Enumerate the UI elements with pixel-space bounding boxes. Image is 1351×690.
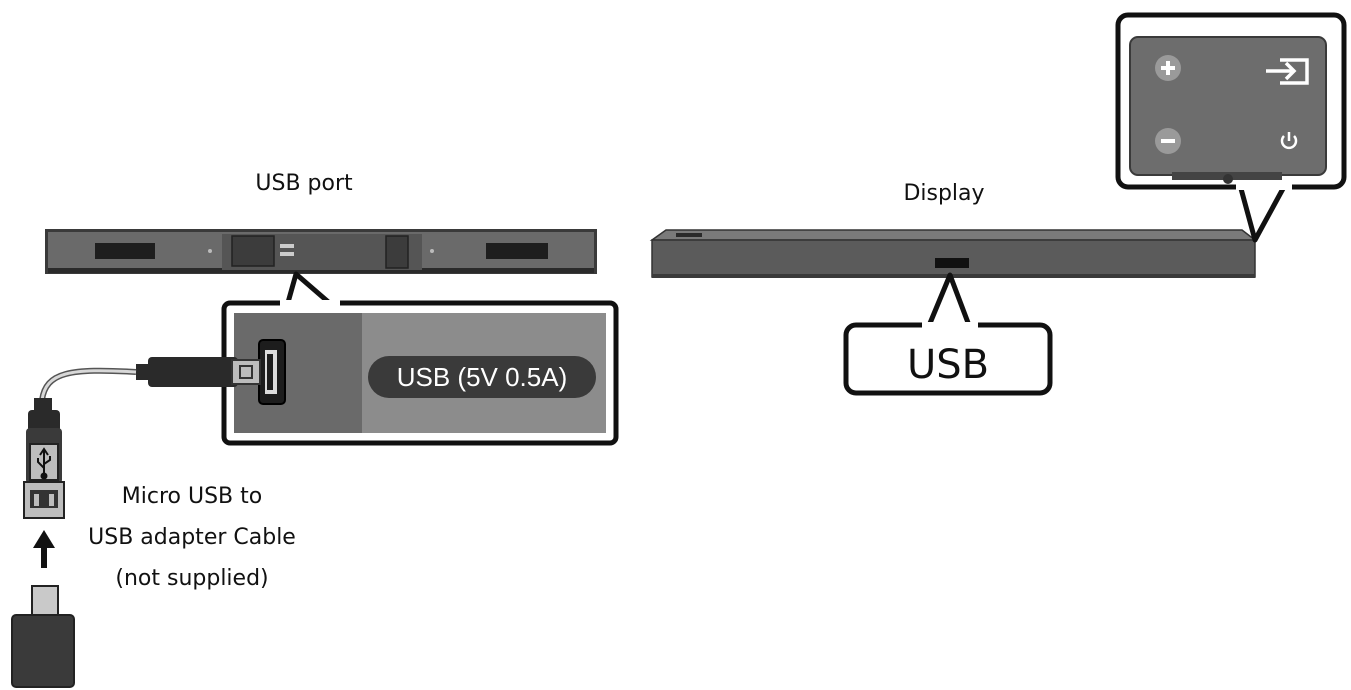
display-label: Display xyxy=(903,181,984,206)
usb-spec-pill xyxy=(368,356,596,398)
button-panel-callout xyxy=(1115,12,1347,243)
soundbar-front-view xyxy=(649,229,1258,278)
usb-adapter xyxy=(23,398,65,519)
soundbar-rear-view xyxy=(45,229,597,274)
cable-label-line2: USB adapter Cable xyxy=(88,525,296,550)
up-arrow-icon xyxy=(33,530,55,568)
usb-plug xyxy=(136,357,261,387)
micro-usb-connector xyxy=(11,585,75,688)
plus-icon xyxy=(1155,55,1181,81)
cable-label-line1: Micro USB to xyxy=(122,484,262,509)
display-window xyxy=(935,258,969,268)
power-icon xyxy=(1280,132,1298,150)
usb-location-callout xyxy=(843,272,1053,396)
source-input-icon xyxy=(1266,58,1309,85)
usb-callout-label: USB xyxy=(907,342,989,388)
cable xyxy=(39,367,137,401)
usb-symbol-icon xyxy=(37,447,51,480)
usb-port-callout xyxy=(221,271,619,446)
usb-port-label: USB port xyxy=(255,171,353,196)
usb-spec-label: USB (5V 0.5A) xyxy=(397,362,568,392)
cable-label-line3: (not supplied) xyxy=(115,566,268,591)
minus-icon xyxy=(1155,128,1181,154)
